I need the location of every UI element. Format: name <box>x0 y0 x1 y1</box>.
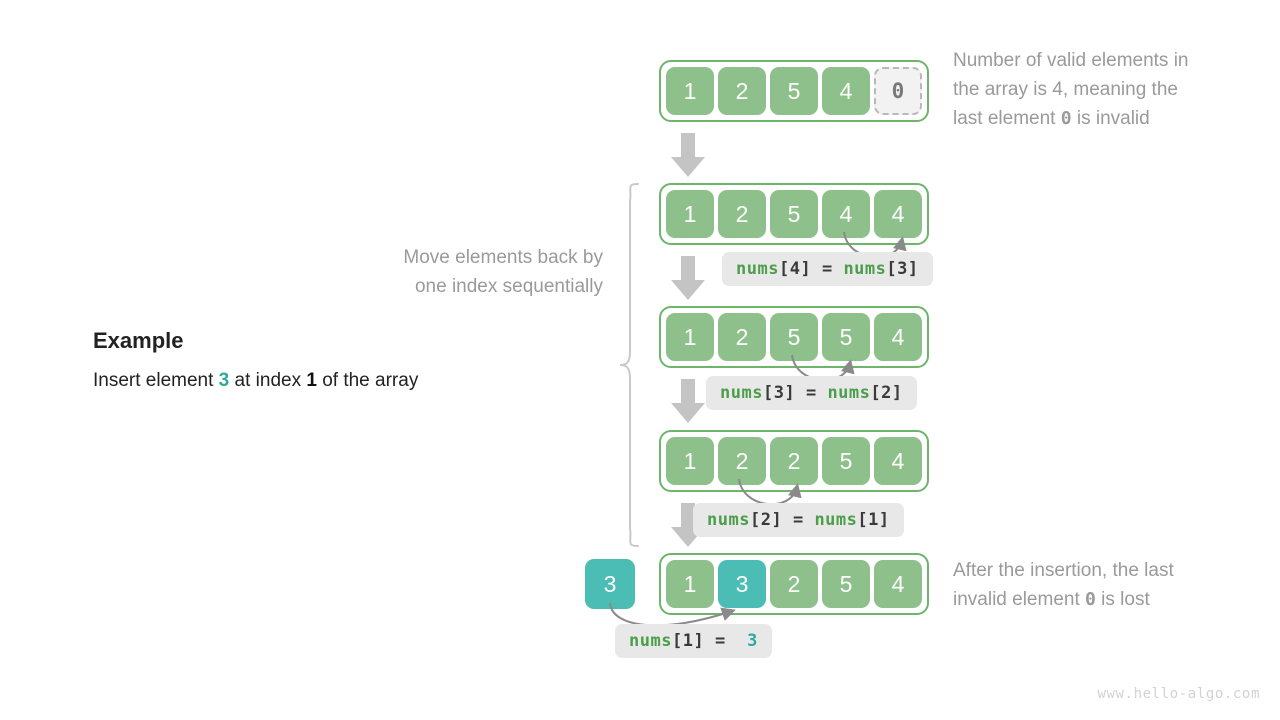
annotation-bottom-code: 0 <box>1085 589 1096 610</box>
code-label-1: nums[4] = nums[3] <box>722 252 933 286</box>
code-rhs-index: 1 <box>868 510 879 530</box>
annotation-side-line1: Move elements back by <box>403 247 603 268</box>
grouping-brace <box>619 183 639 547</box>
code-label-2: nums[3] = nums[2] <box>706 376 917 410</box>
annotation-bottom-line2-pre: invalid element <box>953 589 1086 610</box>
down-arrow-icon <box>671 379 705 423</box>
array-row-shift-4: 1 2 5 4 4 <box>659 183 929 245</box>
array-cell: 1 <box>666 190 714 238</box>
array-cell: 5 <box>822 437 870 485</box>
code-operator: = <box>714 631 726 651</box>
array-cell: 2 <box>718 190 766 238</box>
array-row-initial: 1 2 5 4 0 <box>659 60 929 122</box>
code-operator: = <box>805 383 817 403</box>
array-cell: 4 <box>874 313 922 361</box>
array-cell: 2 <box>770 437 818 485</box>
annotation-bottom-line2: invalid element 0 is lost <box>953 585 1263 614</box>
array-cell-invalid: 0 <box>874 67 922 115</box>
array-cell: 4 <box>874 560 922 608</box>
code-lhs-name: nums <box>720 383 763 403</box>
array-cell: 1 <box>666 437 714 485</box>
code-operator: = <box>792 510 804 530</box>
annotation-bottom: After the insertion, the last invalid el… <box>953 556 1263 614</box>
example-text-pre: Insert element <box>93 370 219 391</box>
annotation-bottom-line2-post: is lost <box>1095 589 1150 610</box>
annotation-top-line3-pre: last element <box>953 108 1061 129</box>
annotation-bottom-line1: After the insertion, the last <box>953 560 1174 581</box>
annotation-side-line2: one index sequentially <box>414 276 603 297</box>
code-rhs-name: nums <box>814 510 858 530</box>
code-lhs-index: 2 <box>760 510 772 530</box>
code-lhs-name: nums <box>736 259 779 279</box>
annotation-top-line3-post: is invalid <box>1071 108 1150 129</box>
watermark: www.hello-algo.com <box>1097 686 1260 702</box>
annotation-top-line2: the array is 4, meaning the <box>953 79 1178 100</box>
array-row-final: 1 3 2 5 4 <box>659 553 929 615</box>
code-lhs-index: 3 <box>773 383 785 403</box>
code-rhs-name: nums <box>843 259 887 279</box>
example-text-post: of the array <box>316 370 419 391</box>
insert-value-chip: 3 <box>585 559 635 609</box>
annotation-top: Number of valid elements in the array is… <box>953 46 1263 133</box>
array-cell: 1 <box>666 560 714 608</box>
annotation-top-code: 0 <box>1060 108 1072 129</box>
down-arrow-icon <box>671 256 705 300</box>
code-label-4: nums[1] = 3 <box>615 624 772 658</box>
annotation-side: Move elements back by one index sequenti… <box>303 243 603 301</box>
array-cell: 5 <box>822 560 870 608</box>
array-cell: 4 <box>822 190 870 238</box>
array-cell: 2 <box>770 560 818 608</box>
example-insert-index: 1 <box>306 370 317 391</box>
annotation-top-line1: Number of valid elements in <box>953 50 1189 71</box>
array-cell: 4 <box>822 67 870 115</box>
array-cell: 5 <box>770 313 818 361</box>
array-cell: 5 <box>770 67 818 115</box>
array-cell: 1 <box>666 313 714 361</box>
code-rhs-literal: 3 <box>747 631 758 651</box>
array-cell: 2 <box>718 67 766 115</box>
down-arrow-icon <box>671 133 705 177</box>
array-cell: 1 <box>666 67 714 115</box>
example-heading: Example <box>93 328 184 353</box>
example-insert-value: 3 <box>218 370 230 391</box>
array-cell: 2 <box>718 313 766 361</box>
code-operator: = <box>821 259 833 279</box>
array-cell: 5 <box>822 313 870 361</box>
code-label-3: nums[2] = nums[1] <box>693 503 904 537</box>
code-rhs-index: 2 <box>881 383 892 403</box>
annotation-top-line3: last element 0 is invalid <box>953 104 1263 133</box>
code-lhs-name: nums <box>707 510 750 530</box>
example-text-mid: at index <box>229 370 307 391</box>
array-cell: 4 <box>874 437 922 485</box>
code-lhs-index: 4 <box>789 259 801 279</box>
array-row-shift-3: 1 2 5 5 4 <box>659 306 929 368</box>
code-rhs-name: nums <box>827 383 871 403</box>
array-cell: 5 <box>770 190 818 238</box>
array-cell: 2 <box>718 437 766 485</box>
code-lhs-index: 1 <box>682 631 694 651</box>
example-description: Insert element 3 at index 1 of the array <box>93 370 418 392</box>
array-row-shift-2: 1 2 2 5 4 <box>659 430 929 492</box>
array-cell-inserted: 3 <box>718 560 766 608</box>
array-cell: 4 <box>874 190 922 238</box>
code-rhs-index: 3 <box>897 259 908 279</box>
code-lhs-name: nums <box>629 631 672 651</box>
